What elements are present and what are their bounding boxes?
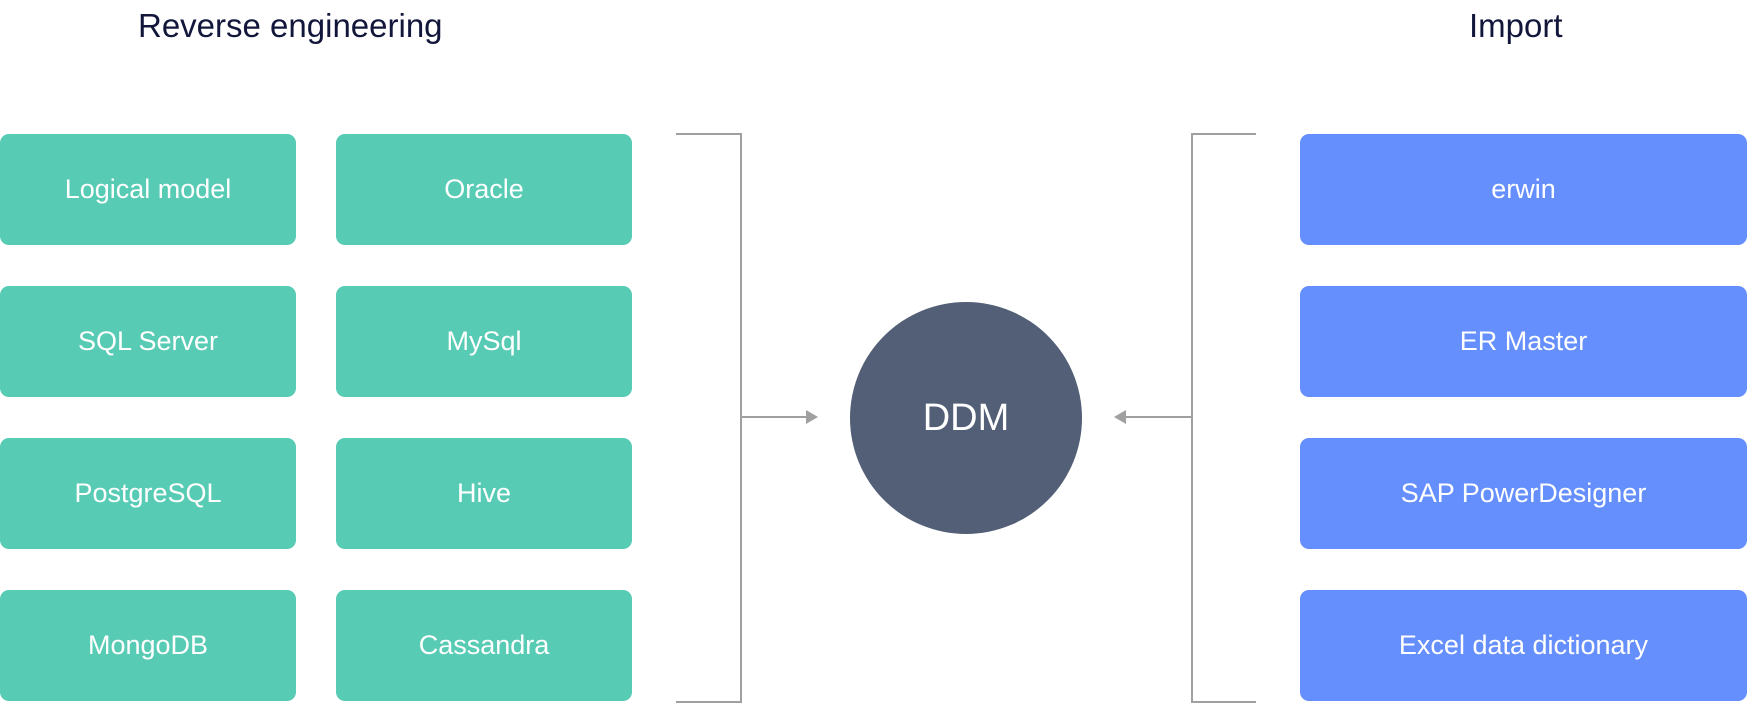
left-bracket	[676, 133, 742, 703]
source-hive: Hive	[336, 438, 632, 549]
source-sql-server: SQL Server	[0, 286, 296, 397]
source-cassandra: Cassandra	[336, 590, 632, 701]
source-oracle: Oracle	[336, 134, 632, 245]
import-excel-data-dictionary: Excel data dictionary	[1300, 590, 1747, 701]
right-bracket	[1191, 133, 1256, 703]
source-postgresql: PostgreSQL	[0, 438, 296, 549]
import-heading: Import	[1469, 7, 1563, 44]
import-erwin: erwin	[1300, 134, 1747, 245]
source-logical-model: Logical model	[0, 134, 296, 245]
left-arrow-head	[806, 410, 818, 424]
reverse-engineering-heading: Reverse engineering	[138, 7, 443, 44]
source-mongodb: MongoDB	[0, 590, 296, 701]
import-er-master: ER Master	[1300, 286, 1747, 397]
source-mysql: MySql	[336, 286, 632, 397]
right-arrow-head	[1114, 410, 1126, 424]
ddm-node: DDM	[850, 302, 1082, 534]
import-sap-powerdesigner: SAP PowerDesigner	[1300, 438, 1747, 549]
